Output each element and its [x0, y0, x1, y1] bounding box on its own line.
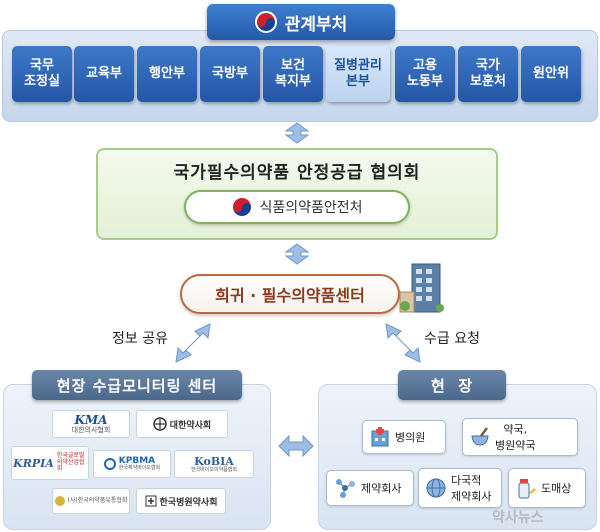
ministry-box: 행안부 — [137, 46, 197, 102]
mfds-label: 식품의약품안전처 — [259, 200, 363, 216]
rare-essential-drug-center: 희귀 · 필수의약품센터 — [180, 274, 400, 314]
double-arrow-diagonal-left-icon — [175, 323, 211, 363]
ministry-box: 국가 보훈처 — [458, 46, 518, 102]
ministry-box: 국방부 — [200, 46, 260, 102]
kpbma-logo: KPBMA 한국제약바이오협회 — [93, 450, 171, 478]
kma-logo: KMA 대한의사협회 — [52, 410, 130, 438]
center-label: 희귀 · 필수의약품센터 — [215, 286, 365, 305]
monitoring-center-title: 현장 수급모니터링 센터 — [32, 370, 242, 400]
flow-label-info-share: 정보 공유 — [112, 331, 168, 347]
double-arrow-vertical-icon — [284, 243, 310, 265]
kpa-emblem-icon — [153, 417, 167, 431]
government-emblem-icon — [231, 196, 254, 218]
field-item-wholesaler: 도매상 — [508, 468, 586, 508]
hospital-icon — [371, 427, 389, 447]
kpda-emblem-icon — [54, 496, 65, 506]
ministry-box: 원안위 — [521, 46, 581, 102]
ministries-header-label: 관계부처 — [284, 14, 348, 35]
mfds-badge: 식품의약품안전처 — [184, 190, 410, 224]
kobia-logo: KoBIA 한국바이오의약품협회 — [174, 450, 254, 478]
field-item-multinational-pharma: 다국적 제약회사 — [418, 468, 502, 508]
field-item-pharma-company: 제약회사 — [326, 470, 414, 506]
field-item-hospital: 병의원 — [362, 420, 446, 454]
ministry-box: 국무 조정실 — [12, 46, 72, 102]
kpda-logo: (사)한국의약품유통협회 — [52, 488, 130, 514]
kshp-emblem-icon — [145, 495, 157, 507]
field-item-pharmacy: 약국, 병원약국 — [462, 418, 578, 456]
ministry-box: 고용 노동부 — [395, 46, 455, 102]
field-title: 현 장 — [398, 370, 506, 400]
molecule-icon — [336, 479, 355, 498]
ministries-header: 관계부처 — [207, 4, 395, 40]
flow-label-supply-request: 수급 요청 — [424, 331, 480, 347]
council-title: 국가필수의약품 안정공급 협의회 — [173, 163, 421, 183]
ministry-box-highlighted: 질병관리 본부 — [326, 46, 390, 102]
mortar-pestle-icon — [471, 427, 489, 446]
kshp-logo: 한국병원약사회 — [136, 488, 226, 514]
kpa-logo: 대한약사회 — [136, 410, 228, 438]
field-panel — [318, 384, 597, 530]
double-arrow-horizontal-icon — [278, 434, 314, 458]
building-icon — [399, 263, 444, 313]
ministry-box: 교육부 — [74, 46, 134, 102]
medicine-bottle-icon — [518, 479, 536, 499]
government-emblem-icon — [254, 11, 277, 33]
ministry-box: 보건 복지부 — [263, 46, 323, 102]
kpbma-emblem-icon — [103, 458, 116, 470]
double-arrow-vertical-icon — [284, 122, 310, 144]
double-arrow-diagonal-right-icon — [385, 323, 421, 363]
krpia-logo: KRPIA 한국글로벌의약산업협회 — [11, 446, 89, 480]
globe-icon — [426, 478, 446, 498]
watermark: 약사뉴스 — [492, 510, 544, 526]
